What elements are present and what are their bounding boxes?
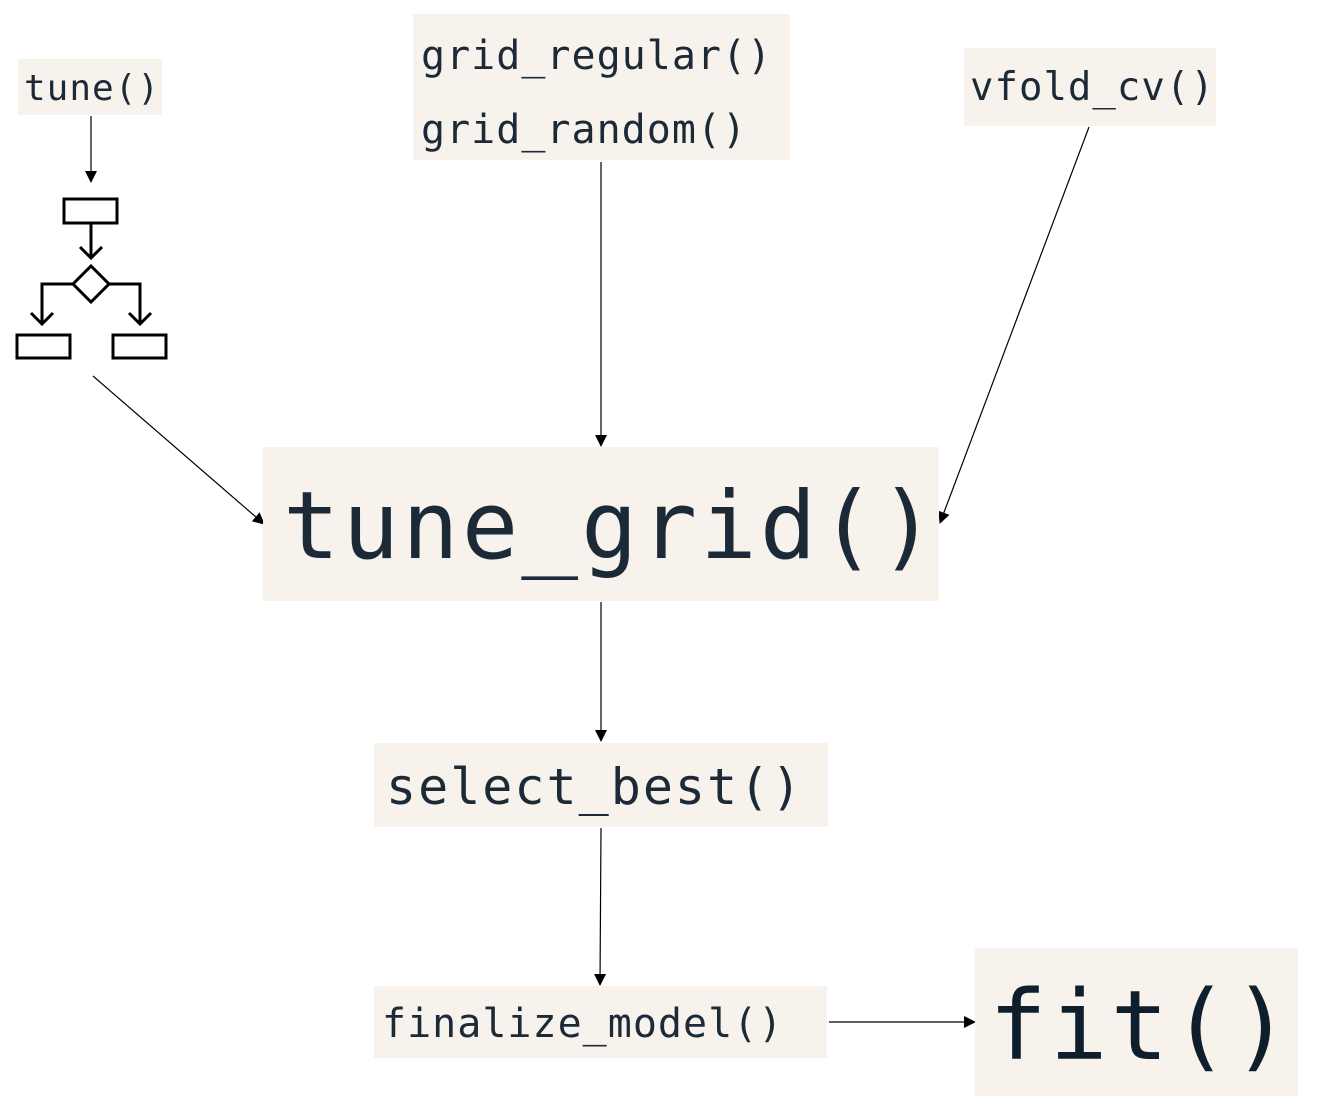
arrow-icon-to-tune-grid	[92, 375, 265, 525]
node-select-best-label: select_best()	[386, 758, 804, 816]
node-grid-random-label: grid_random()	[421, 107, 748, 153]
node-vfold-cv: vfold_cv()	[964, 48, 1216, 126]
node-grid-regular-label: grid_regular()	[421, 33, 773, 79]
node-tune-label: tune()	[24, 68, 161, 109]
arrow-select-best-to-finalize	[594, 827, 607, 986]
node-vfold-cv-label: vfold_cv()	[970, 65, 1215, 110]
node-finalize-model: finalize_model()	[374, 986, 827, 1058]
node-tune-grid-label: tune_grid()	[283, 472, 939, 581]
node-fit-label: fit()	[989, 970, 1293, 1082]
flowchart-icon	[15, 197, 168, 360]
node-tune: tune()	[18, 59, 162, 115]
node-select-best: select_best()	[374, 743, 828, 827]
arrow-vfold-to-tune-grid	[938, 126, 1090, 524]
node-grid-functions: grid_regular() grid_random()	[413, 14, 790, 160]
node-fit: fit()	[975, 948, 1298, 1096]
node-finalize-model-label: finalize_model()	[382, 1001, 784, 1047]
node-tune-grid: tune_grid()	[263, 447, 939, 601]
